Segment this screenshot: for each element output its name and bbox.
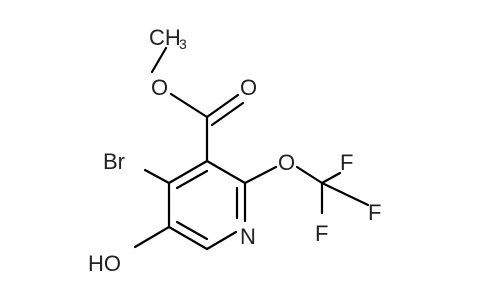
atom-fluorine-top: F xyxy=(340,150,353,175)
bond-c6-n xyxy=(205,230,238,251)
atom-labels: CH 3 O O Br O F F F N HO xyxy=(88,25,381,276)
bond-c-f-right xyxy=(320,181,370,207)
atom-ether-oxygen: O xyxy=(278,150,295,175)
atom-ester-oxygen: O xyxy=(151,75,168,100)
atom-methyl-label: CH xyxy=(149,25,181,50)
bond-carbonyl-o-2 xyxy=(210,101,245,127)
bond-c3-c4 xyxy=(167,159,209,185)
atom-carbonyl-oxygen: O xyxy=(240,75,257,100)
atom-fluorine-right: F xyxy=(368,200,381,225)
bond-c4-br xyxy=(143,168,171,185)
bond-c2-c3 xyxy=(205,159,247,185)
bond-carbonyl-o-1 xyxy=(205,93,240,119)
bond-c5-c6-inner xyxy=(175,220,209,241)
bond-c3-c4-inner xyxy=(175,169,209,190)
atom-methyl-subscript: 3 xyxy=(179,36,187,52)
atom-fluorine-bottom: F xyxy=(315,221,328,246)
bond-methyl-o xyxy=(150,46,168,74)
atom-hydroxyl: HO xyxy=(88,251,121,276)
bond-o-cf3 xyxy=(295,165,324,185)
bond-o-carbonyl xyxy=(169,92,209,119)
bonds xyxy=(133,46,370,251)
bond-c5-c6 xyxy=(167,225,209,251)
bond-c2-o xyxy=(243,165,278,185)
bond-c5-oh xyxy=(133,225,171,249)
bond-c-f-top xyxy=(320,171,342,185)
atom-bromine: Br xyxy=(103,149,125,174)
atom-nitrogen: N xyxy=(240,224,256,249)
